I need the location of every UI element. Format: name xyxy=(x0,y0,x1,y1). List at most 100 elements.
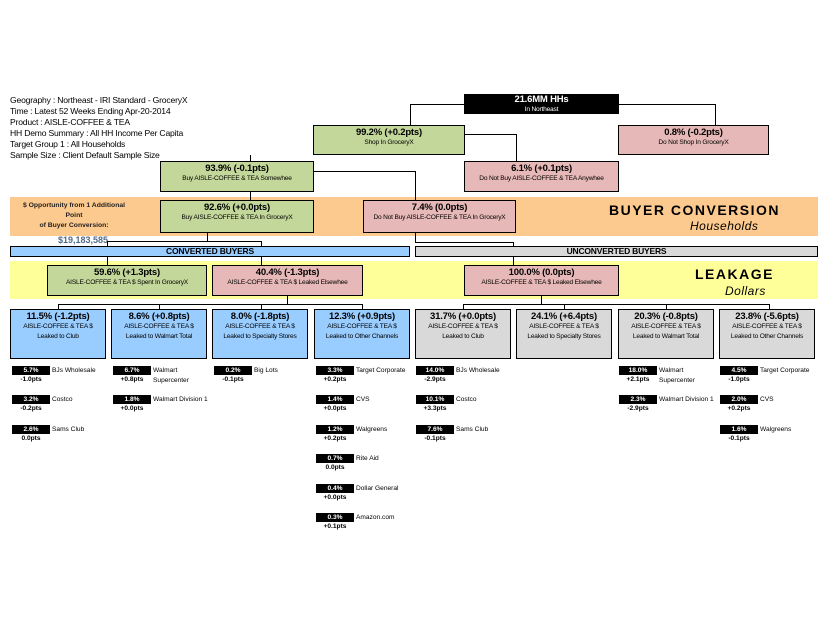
node-value: 6.1% (+0.1pts) xyxy=(511,163,572,174)
channel-box: 31.7% (+0.0pts)AISLE-COFFEE & TEA $Leake… xyxy=(415,309,511,359)
channel-label: AISLE-COFFEE & TEA $ xyxy=(631,323,701,330)
channel-label: AISLE-COFFEE & TEA $ xyxy=(732,323,802,330)
retailer-change: -0.2pts xyxy=(20,405,42,413)
connector-line xyxy=(513,242,514,246)
node-no-shop: 0.8% (-0.2pts)Do Not Shop In GroceryX xyxy=(618,125,769,155)
retailer-name: Target Corporate xyxy=(760,367,810,374)
connector-line xyxy=(107,241,108,246)
retailer-share: 14.0% xyxy=(416,366,454,375)
connector-line xyxy=(415,233,416,243)
node-label: AISLE-COFFEE & TEA $ Leaked Elsewhee xyxy=(227,279,348,286)
retailer-share: 6.7% xyxy=(113,366,151,375)
retailer-name: Walmart Supercenter xyxy=(153,367,189,384)
retailer-name: Target Corporate xyxy=(356,367,406,374)
connector-line xyxy=(463,304,770,305)
connector-line xyxy=(415,171,416,200)
report-filters: Geography : Northeast - IRI Standard - G… xyxy=(10,95,188,161)
node-label: Shop In GroceryX xyxy=(364,139,414,146)
opportunity-amount: $19,183,585 xyxy=(58,235,109,245)
opportunity-callout: $ Opportunity from 1 Additional Point of… xyxy=(14,201,134,245)
channel-label: AISLE-COFFEE & TEA $ xyxy=(529,323,599,330)
retailer-share: 2.3% xyxy=(619,395,657,405)
filter-geography: Geography : Northeast - IRI Standard - G… xyxy=(10,95,188,105)
connector-line xyxy=(619,104,715,105)
filter-demo: HH Demo Summary : All HH Income Per Capi… xyxy=(10,128,184,138)
retailer-share: 1.8% xyxy=(113,395,151,405)
retailer-share: 1.6% xyxy=(720,424,758,434)
channel-box: 11.5% (-1.2pts)AISLE-COFFEE & TEA $Leake… xyxy=(10,309,106,359)
retailer-name: BJs Wholesale xyxy=(52,367,96,374)
node-value: 0.8% (-0.2pts) xyxy=(664,127,723,138)
retailer-share: 7.6% xyxy=(416,424,454,434)
retailer-change: 0.0pts xyxy=(21,434,41,442)
retailer-change: -1.0pts xyxy=(20,376,42,383)
connector-line xyxy=(362,304,363,309)
connector-line xyxy=(463,304,464,309)
channel-value: 23.8% (-5.6pts) xyxy=(735,311,799,322)
connector-line xyxy=(58,304,59,309)
node-value: 100.0% (0.0pts) xyxy=(508,267,575,278)
leakage-subtitle: Dollars xyxy=(725,284,766,298)
filter-target-group: Target Group 1 : All Households xyxy=(10,139,126,149)
retailer-name: Walmart Division 1 xyxy=(153,396,208,404)
retailer-share: 18.0% xyxy=(619,366,657,375)
retailer-share: 1.4% xyxy=(316,395,354,405)
retailer-name: Dollar General xyxy=(356,484,399,492)
leakage-title: LEAKAGE xyxy=(695,266,774,282)
retailer-name: Costco xyxy=(52,396,73,404)
connector-line xyxy=(261,241,262,246)
connector-line xyxy=(564,304,565,309)
retailer-change: -0.1pts xyxy=(424,434,446,442)
node-label: Buy AISLE-COFFEE & TEA Somewhee xyxy=(182,175,292,182)
retailer-share: 1.2% xyxy=(316,424,354,434)
connector-line xyxy=(516,134,517,161)
opportunity-label-1: $ Opportunity from 1 Additional Point xyxy=(22,202,126,219)
connector-line xyxy=(250,155,251,161)
converted-buyers-header: CONVERTED BUYERS xyxy=(10,246,410,257)
retailer-change: +3.3pts xyxy=(423,405,447,413)
node-spent-in-store: 59.6% (+1.3pts)AISLE-COFFEE & TEA $ Spen… xyxy=(47,265,207,296)
node-value: 93.9% (-0.1pts) xyxy=(205,163,269,174)
retailer-share: 5.7% xyxy=(12,366,50,375)
connector-line xyxy=(250,192,251,200)
node-value: 7.4% (0.0pts) xyxy=(411,202,468,213)
node-value: 40.4% (-1.3pts) xyxy=(255,267,320,278)
connector-line xyxy=(715,104,716,125)
opportunity-label-2: of Buyer Conversion: xyxy=(39,222,109,229)
node-label: Do Not Shop In GroceryX xyxy=(658,139,729,146)
channel-label: Leaked to Other Channels xyxy=(325,332,399,340)
node-shop: 99.2% (+0.2pts)Shop In GroceryX xyxy=(313,125,465,155)
channel-value: 8.6% (+0.8pts) xyxy=(128,311,190,322)
node-leaked-conv: 40.4% (-1.3pts)AISLE-COFFEE & TEA $ Leak… xyxy=(212,265,363,296)
retailer-name: Costco xyxy=(456,396,477,404)
retailer-share: 4.5% xyxy=(720,366,758,375)
channel-label: Leaked to Specialty Stores xyxy=(223,332,297,340)
channel-value: 31.7% (+0.0pts) xyxy=(430,311,496,322)
connector-line xyxy=(287,296,288,304)
connector-line xyxy=(58,304,363,305)
node-value: 99.2% (+0.2pts) xyxy=(356,127,422,138)
retailer-name: CVS xyxy=(760,396,774,404)
retailer-name: Big Lots xyxy=(254,367,278,374)
channel-label: Leaked to Other Channels xyxy=(730,332,804,340)
retailer-change: -0.1pts xyxy=(728,434,750,442)
retailer-share: 0.3% xyxy=(316,513,354,522)
node-label: Buy AISLE-COFFEE & TEA In GroceryX xyxy=(181,214,293,221)
retailer-change: 0.0pts xyxy=(325,464,345,472)
channel-label: AISLE-COFFEE & TEA $ xyxy=(327,323,397,330)
node-value: 59.6% (+1.3pts) xyxy=(94,267,160,278)
retailer-name: Sams Club xyxy=(52,425,85,433)
node-label: In Northeast xyxy=(524,106,559,113)
retailer-share: 0.4% xyxy=(316,483,354,493)
